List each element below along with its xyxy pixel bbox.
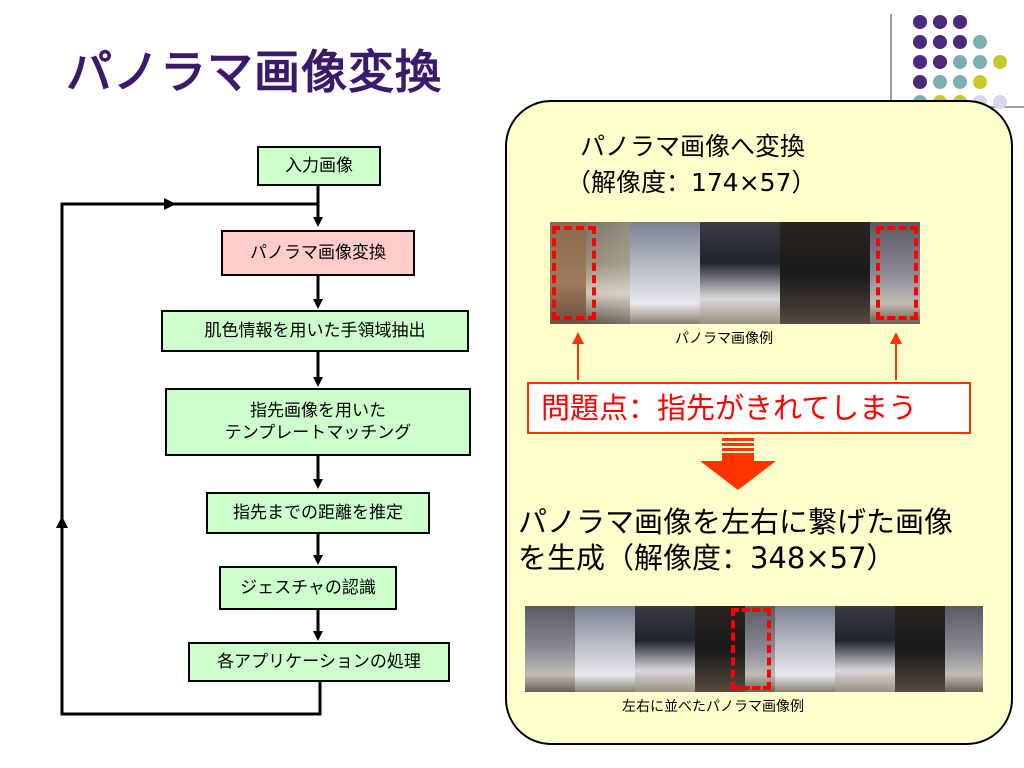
joined-panorama-image-example bbox=[525, 606, 983, 692]
flowchart-connectors bbox=[56, 186, 323, 716]
flow-step-template-matching: 指先画像を用いた テンプレートマッチング bbox=[165, 388, 471, 456]
flow-step-application-processing: 各アプリケーションの処理 bbox=[188, 642, 450, 682]
decorative-vertical-line bbox=[890, 14, 892, 114]
joined-panorama-caption: 左右に並べたパノラマ画像例 bbox=[622, 699, 804, 715]
flow-step-distance-estimation: 指先までの距離を推定 bbox=[206, 492, 430, 534]
slide-title: パノラマ画像変換 bbox=[66, 45, 442, 99]
flow-step-hand-region-extraction: 肌色情報を用いた手領域抽出 bbox=[161, 310, 469, 352]
panel-heading-line2: （解像度：174×57） bbox=[566, 168, 817, 197]
result-text-line1: パノラマ画像を左右に繋げた画像 bbox=[518, 505, 954, 539]
decorative-dot-grid bbox=[913, 15, 1007, 109]
flow-step-panorama-conversion: パノラマ画像変換 bbox=[221, 230, 415, 276]
flow-step-input-image: 入力画像 bbox=[257, 146, 381, 186]
panel-heading-line1: パノラマ画像へ変換 bbox=[580, 132, 806, 161]
joined-region-marker bbox=[731, 608, 771, 690]
flow-step-gesture-recognition: ジェスチャの認識 bbox=[219, 566, 397, 610]
problem-statement: 問題点：指先がきれてしまう bbox=[527, 382, 971, 434]
fingertip-cut-marker-right bbox=[876, 226, 918, 320]
panorama-image-example bbox=[550, 222, 920, 324]
panorama-image-caption: パノラマ画像例 bbox=[675, 331, 773, 347]
fingertip-cut-marker-left bbox=[552, 226, 596, 320]
result-text-line2: を生成（解像度：348×57） bbox=[518, 541, 896, 575]
